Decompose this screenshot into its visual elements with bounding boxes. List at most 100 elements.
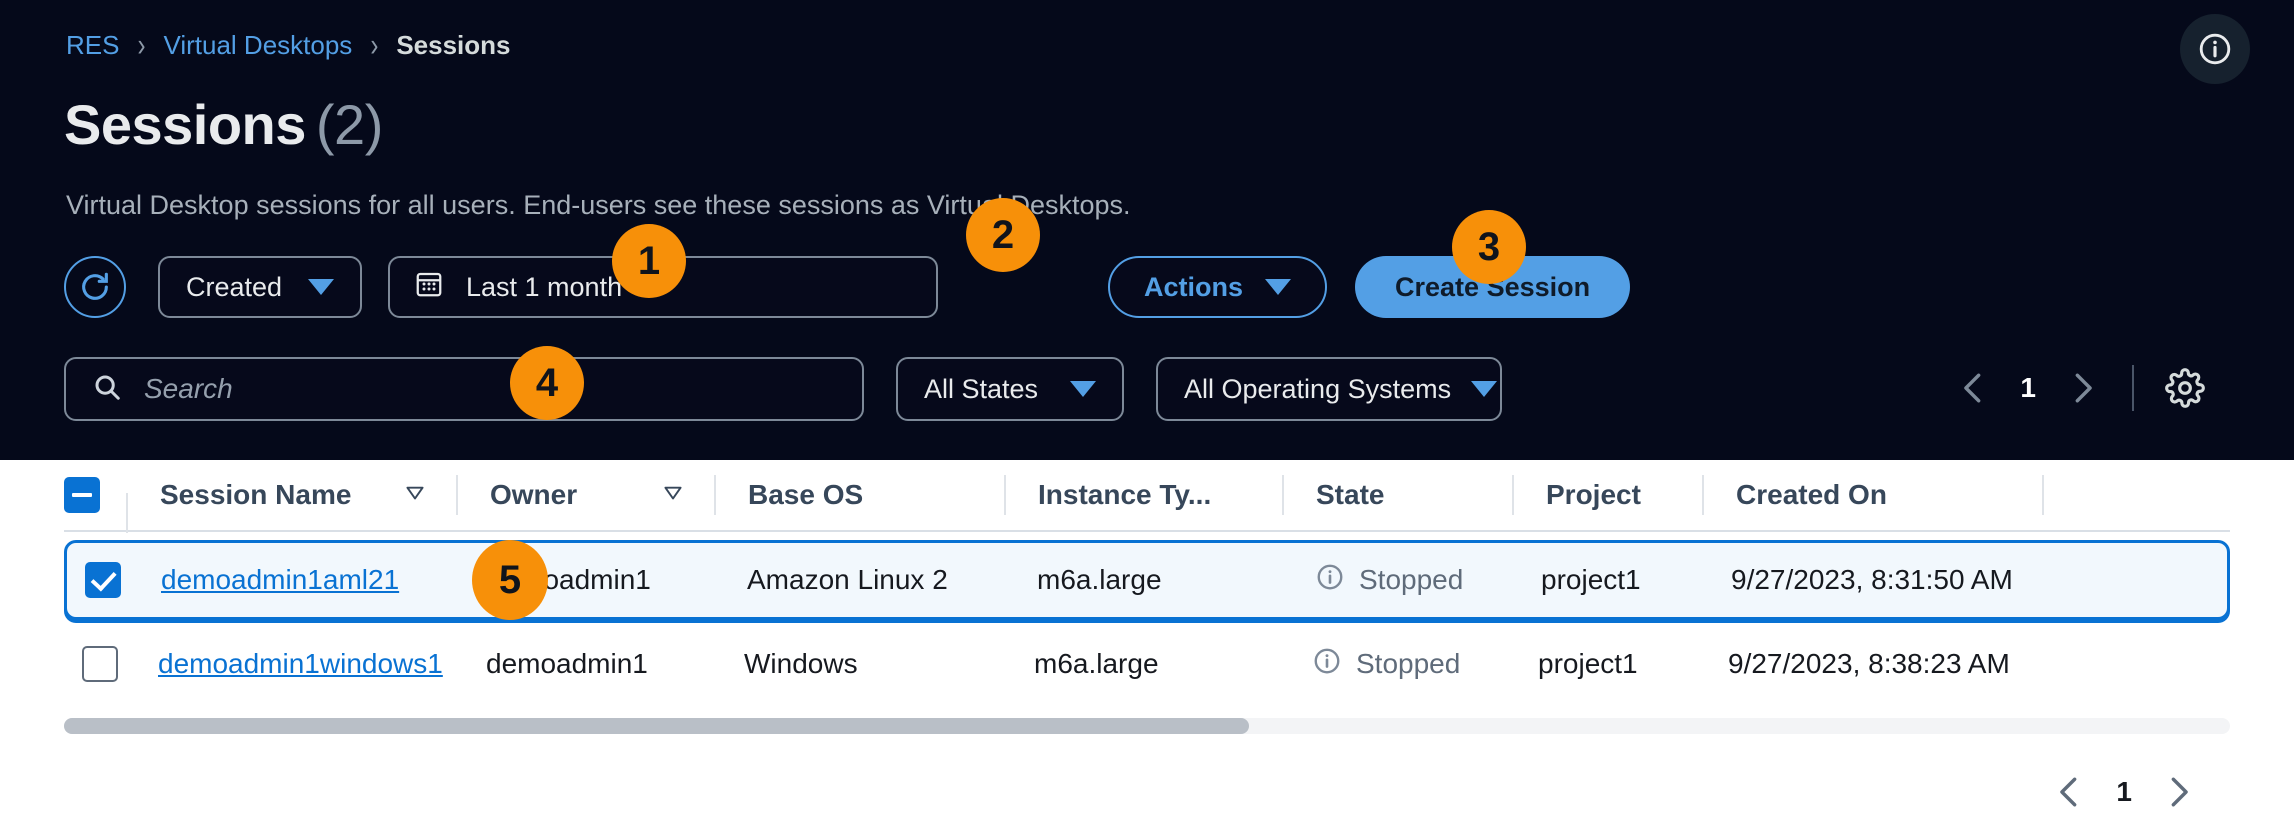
calendar-icon [414, 269, 444, 306]
annotation-badge-4: 4 [510, 346, 584, 420]
breadcrumb-item-virtual-desktops[interactable]: Virtual Desktops [163, 30, 353, 60]
column-header-project[interactable]: Project [1514, 459, 1704, 531]
breadcrumb-item-res[interactable]: RES [66, 30, 120, 60]
toolbar-primary: Created Last 1 month [64, 256, 1631, 318]
column-divider [456, 475, 458, 515]
column-header-label: Session Name [160, 479, 352, 510]
column-divider [1702, 475, 1704, 515]
annotation-badge-2: 2 [966, 198, 1040, 272]
cell-state: Stopped [1284, 624, 1514, 704]
state-label: Stopped [1356, 648, 1461, 679]
sessions-table: Session Name Owner Base OS Instance Ty..… [0, 460, 2294, 734]
sort-descending-icon [402, 479, 428, 512]
table-row[interactable]: demoadmin1windows1 demoadmin1 Windows m6… [64, 624, 2230, 704]
chevron-right-icon[interactable] [2060, 356, 2106, 420]
pagination-bottom: 1 [2046, 760, 2202, 824]
column-header-session-name[interactable]: Session Name [128, 459, 458, 531]
column-divider [126, 493, 128, 533]
column-header-label: Base OS [748, 479, 864, 510]
sort-descending-icon [660, 479, 686, 512]
column-header-created-on[interactable]: Created On [1704, 459, 2044, 531]
gear-icon[interactable] [2160, 363, 2210, 413]
divider [2132, 365, 2134, 411]
column-header-base-os[interactable]: Base OS [716, 459, 1006, 531]
session-name-link[interactable]: demoadmin1windows1 [158, 648, 443, 679]
cell-instance-type: m6a.large [1034, 648, 1159, 679]
cell-base-os: Windows [744, 648, 858, 679]
chevron-right-icon[interactable] [2156, 760, 2202, 824]
column-divider [2042, 475, 2044, 515]
row-checkbox[interactable] [82, 646, 118, 682]
info-icon [1315, 562, 1345, 599]
chevron-down-icon [1070, 381, 1096, 397]
breadcrumb-item-sessions: Sessions [396, 30, 511, 60]
row-select-cell [67, 543, 131, 617]
page-title-text: Sessions [64, 93, 306, 156]
column-header-instance-type[interactable]: Instance Ty... [1006, 459, 1284, 531]
column-divider [714, 475, 716, 515]
info-icon [1312, 646, 1342, 683]
search-icon [92, 372, 122, 407]
cell-state: Stopped [1287, 543, 1517, 617]
cell-instance-type: m6a.large [1037, 564, 1162, 595]
cell-session-name: demoadmin1windows1 [128, 624, 458, 704]
annotation-badge-5: 5 [472, 540, 548, 620]
created-filter-dropdown[interactable]: Created [158, 256, 362, 318]
header-pane: RES › Virtual Desktops › Sessions Sessio… [0, 0, 2294, 460]
state-label: Stopped [1359, 564, 1464, 595]
chevron-down-icon [308, 279, 334, 295]
breadcrumb-separator: › [137, 26, 146, 64]
row-checkbox[interactable] [85, 562, 121, 598]
column-header-label: Project [1546, 479, 1641, 510]
page-description: Virtual Desktop sessions for all users. … [66, 190, 1131, 220]
cell-project: project1 [1541, 564, 1641, 595]
horizontal-scrollbar[interactable] [64, 718, 2230, 734]
column-header-label: Created On [1736, 479, 1887, 510]
column-header-owner[interactable]: Owner [458, 459, 716, 531]
date-range-label: Last 1 month [466, 271, 623, 302]
column-header-state[interactable]: State [1284, 459, 1514, 531]
chevron-down-icon [1265, 279, 1292, 295]
created-filter-label: Created [186, 271, 283, 302]
annotation-badge-3: 3 [1452, 210, 1526, 284]
cell-created-on: 9/27/2023, 8:38:23 AM [1728, 648, 2010, 679]
chevron-left-icon[interactable] [1950, 356, 1996, 420]
column-divider [1282, 475, 1284, 515]
info-icon[interactable] [2180, 14, 2250, 84]
page-title: Sessions(2) [64, 92, 383, 157]
refresh-icon[interactable] [64, 256, 126, 318]
actions-button[interactable]: Actions [1108, 256, 1328, 318]
toolbar-filters: Search All States All Operating Systems [64, 357, 1502, 421]
all-states-dropdown[interactable]: All States [896, 357, 1124, 421]
pagination-bottom-page[interactable]: 1 [2116, 776, 2132, 807]
annotation-badge-1: 1 [612, 224, 686, 298]
page-title-count: (2) [315, 93, 383, 156]
chevron-left-icon[interactable] [2046, 760, 2092, 824]
cell-project: project1 [1538, 648, 1638, 679]
pagination-top-page[interactable]: 1 [2020, 372, 2036, 403]
column-divider [1004, 475, 1006, 515]
column-header-label: Instance Ty... [1038, 479, 1212, 510]
cell-base-os: Amazon Linux 2 [747, 564, 948, 595]
session-name-link[interactable]: demoadmin1aml21 [161, 564, 400, 595]
chevron-down-icon [1471, 381, 1498, 397]
table-row[interactable]: demoadmin1aml21 demoadmin1 Amazon Linux … [64, 540, 2230, 620]
column-divider [1512, 475, 1514, 515]
cell-session-name: demoadmin1aml21 [131, 543, 461, 617]
all-operating-systems-label: All Operating Systems [1184, 373, 1452, 404]
breadcrumb-separator: › [370, 26, 379, 64]
all-states-label: All States [924, 373, 1039, 404]
select-all-checkbox[interactable] [64, 477, 100, 513]
search-placeholder: Search [144, 373, 233, 404]
table-header-row: Session Name Owner Base OS Instance Ty..… [64, 459, 2230, 533]
cell-created-on: 9/27/2023, 8:31:50 AM [1731, 564, 2013, 595]
pagination-top: 1 [1950, 356, 2210, 420]
select-all-cell [64, 477, 128, 533]
actions-button-label: Actions [1144, 271, 1244, 302]
column-header-label: Owner [490, 479, 578, 510]
search-input[interactable]: Search [64, 357, 864, 421]
scrollbar-thumb[interactable] [64, 718, 1249, 734]
all-operating-systems-dropdown[interactable]: All Operating Systems [1156, 357, 1502, 421]
breadcrumb: RES › Virtual Desktops › Sessions [66, 27, 511, 63]
